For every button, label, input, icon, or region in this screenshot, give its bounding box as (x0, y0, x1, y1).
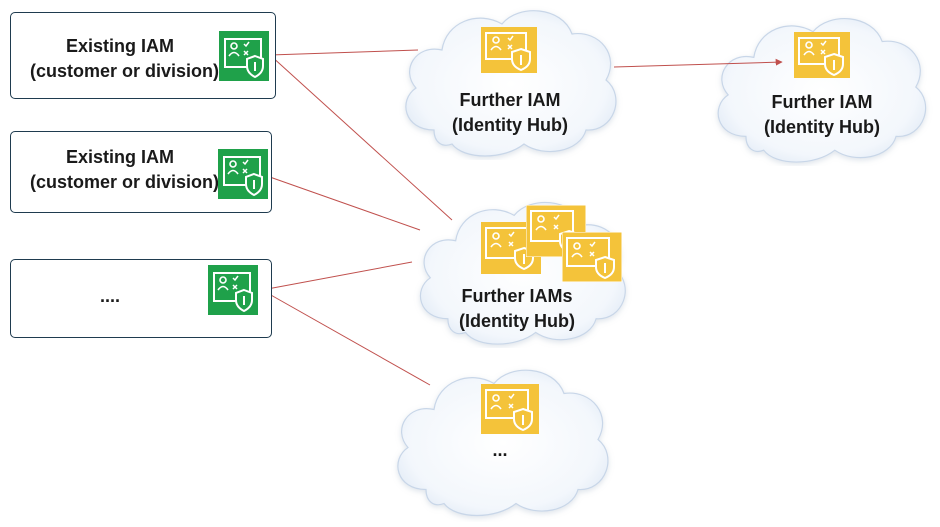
cloud-title: ... (492, 440, 508, 460)
iam-icon (219, 31, 269, 81)
source-title: .... (99, 286, 120, 306)
iam-icon (562, 232, 622, 282)
source-subtitle: (customer or division) (30, 172, 220, 192)
connector-line (261, 261, 413, 291)
connector-line (269, 49, 419, 56)
cloud-label-top: Further IAM (Identity Hub) (430, 88, 590, 138)
cloud-label-bottom: ... (470, 438, 530, 463)
source-label-3: .... (60, 284, 160, 309)
iam-icon (208, 265, 258, 315)
cloud-subtitle: (Identity Hub) (764, 117, 880, 137)
iam-icon (794, 32, 850, 78)
iam-icon (218, 149, 268, 199)
cloud-subtitle: (Identity Hub) (452, 115, 568, 135)
cloud-label-middle: Further IAMs (Identity Hub) (432, 284, 602, 334)
connector-arrow (613, 58, 783, 68)
source-title: Existing IAM (65, 147, 174, 167)
source-label-1: Existing IAM (customer or division) (30, 34, 220, 84)
cloud-title: Further IAM (459, 90, 561, 110)
iam-icon (481, 384, 539, 434)
source-title: Existing IAM (65, 36, 174, 56)
source-subtitle: (customer or division) (30, 61, 220, 81)
connector-line (269, 54, 453, 221)
cloud-label-right: Further IAM (Identity Hub) (742, 90, 902, 140)
connector-line (266, 175, 421, 231)
cloud-title: Further IAMs (461, 286, 573, 306)
cloud-title: Further IAM (771, 92, 873, 112)
connector-line (261, 289, 431, 386)
cloud-subtitle: (Identity Hub) (459, 311, 575, 331)
iam-icon (481, 27, 537, 73)
source-label-2: Existing IAM (customer or division) (30, 145, 220, 195)
